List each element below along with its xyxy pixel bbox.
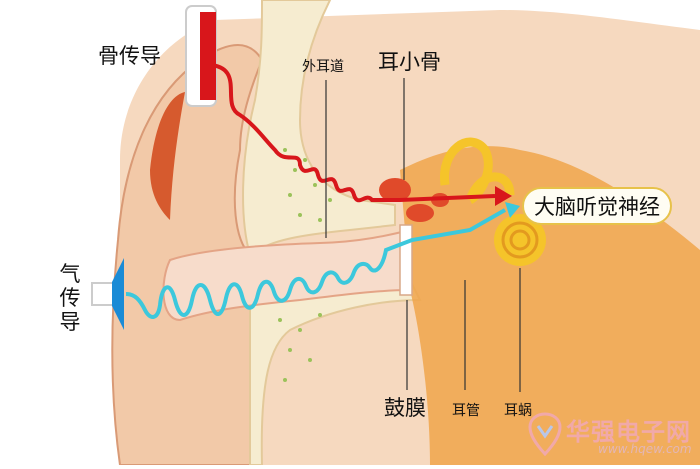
watermark: 华强电子网 www.hqew.com (528, 408, 698, 464)
cochlea-shape (494, 214, 546, 266)
auditory-nerve-callout: 大脑听觉神经 (522, 187, 672, 225)
leader-lines (325, 78, 521, 392)
watermark-logo-icon (528, 412, 562, 456)
bone-conduction-label: 骨传导 (98, 44, 161, 68)
skull-bone (242, 0, 396, 257)
outer-ear-canal-label: 外耳道 (302, 59, 344, 75)
concha (150, 92, 185, 220)
ossicles-label: 耳小骨 (378, 50, 441, 74)
bone-conduction-wave (211, 63, 496, 203)
eardrum-label: 鼓膜 (384, 396, 426, 420)
ossicles-shape (379, 178, 449, 222)
auditory-nerve-label: 大脑听觉神经 (534, 195, 660, 219)
ear-tube-label: 耳管 (452, 403, 480, 419)
air-conduction-wave (125, 208, 506, 319)
bone-conduction-transducer (200, 12, 216, 100)
bone-texture (278, 148, 347, 382)
air-wave-arrowhead (505, 202, 520, 218)
cochlea-label: 耳蜗 (504, 403, 532, 419)
air-conduction-label: 气传导 (59, 262, 81, 334)
eardrum-membrane (399, 224, 413, 296)
bone-wave-arrowhead (495, 186, 512, 206)
air-conduction-speaker (91, 258, 124, 330)
watermark-text: 华强电子网 (566, 418, 691, 446)
semicircular-canals (440, 137, 515, 205)
watermark-url: www.hqew.com (598, 442, 692, 456)
